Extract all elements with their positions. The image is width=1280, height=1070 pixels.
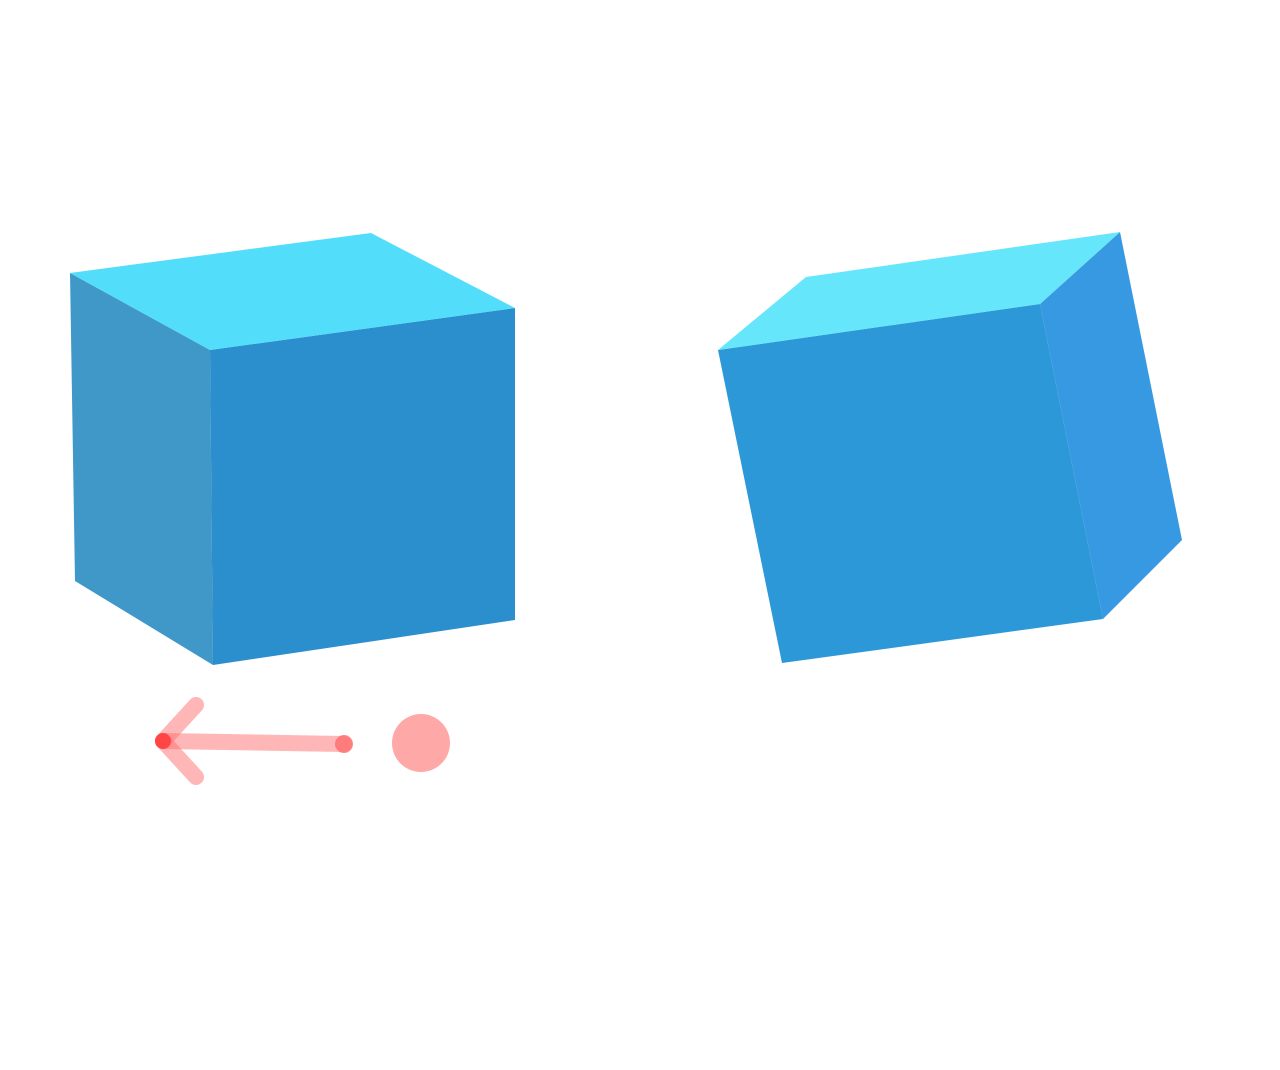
touch-point-dot — [392, 714, 450, 772]
swipe-arrow-tail-dot — [335, 735, 353, 753]
left-cube-front-face — [210, 308, 515, 665]
swipe-arrow-shaft — [155, 733, 352, 752]
left-cube — [70, 233, 515, 665]
swipe-arrow — [155, 697, 352, 785]
right-cube-right-face — [1040, 232, 1182, 619]
right-cube-front-face — [718, 304, 1103, 663]
swipe-arrow-tip-dot — [155, 733, 171, 749]
swipe-arrow-head-upper — [155, 697, 204, 749]
right-cube — [718, 232, 1182, 663]
swipe-left-gesture — [155, 697, 450, 785]
left-cube-top-face — [70, 233, 515, 350]
left-cube-left-face — [70, 273, 213, 665]
right-cube-top-face — [718, 232, 1120, 350]
swipe-arrow-head-lower — [155, 733, 204, 785]
